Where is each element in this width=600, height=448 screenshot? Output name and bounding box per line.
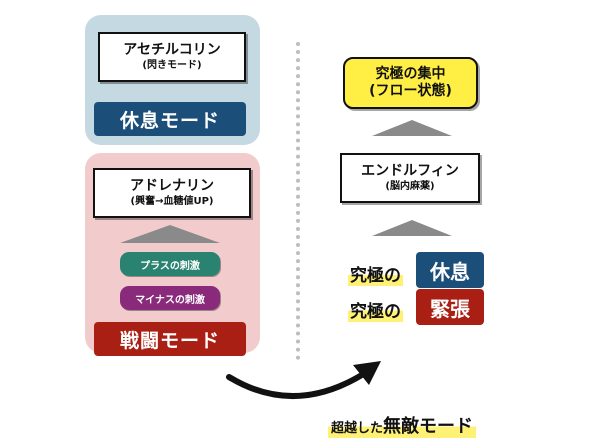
adrenaline-title: アドレナリン <box>130 178 214 194</box>
minus-stimulus-pill: マイナスの刺激 <box>120 286 220 310</box>
dotted-divider <box>296 42 300 360</box>
ultimate-tension-tag: 緊張 <box>416 289 484 325</box>
caption-main: 無敵モード <box>383 416 474 437</box>
ultimate-tension-prefix: 究極の <box>348 297 403 322</box>
adrenaline-box: アドレナリン (興奮→血糖値UP) <box>93 168 251 218</box>
endorphin-title: エンドルフィン <box>361 163 459 179</box>
ultimate-focus-title: 究極の集中 <box>375 66 446 82</box>
acetylcholine-title: アセチルコリン <box>123 42 221 58</box>
up-triangle-icon <box>120 225 220 243</box>
ultimate-focus-box: 究極の集中 (フロー状態) <box>343 57 478 109</box>
plus-stimulus-pill: プラスの刺激 <box>120 252 220 276</box>
rest-mode-label: 休息モード <box>94 102 246 136</box>
curved-arrow-icon <box>226 361 381 400</box>
adrenaline-subtitle: (興奮→血糖値UP) <box>130 196 214 207</box>
ultimate-rest-tag: 休息 <box>416 252 484 288</box>
endorphin-subtitle: (脳内麻薬) <box>385 181 435 192</box>
ultimate-rest-prefix: 究極の <box>348 261 403 286</box>
caption-prefix: 超越した <box>331 421 384 436</box>
up-triangle-icon <box>372 220 452 236</box>
acetylcholine-subtitle: (閃きモード) <box>142 60 202 71</box>
ultimate-focus-subtitle: (フロー状態) <box>369 83 452 99</box>
endorphin-box: エンドルフィン (脳内麻薬) <box>340 153 480 203</box>
up-triangle-icon <box>372 120 452 136</box>
battle-mode-label: 戦闘モード <box>94 322 246 356</box>
invincible-mode-caption: 超越した 無敵モード <box>328 412 477 438</box>
acetylcholine-box: アセチルコリン (閃きモード) <box>98 32 246 82</box>
